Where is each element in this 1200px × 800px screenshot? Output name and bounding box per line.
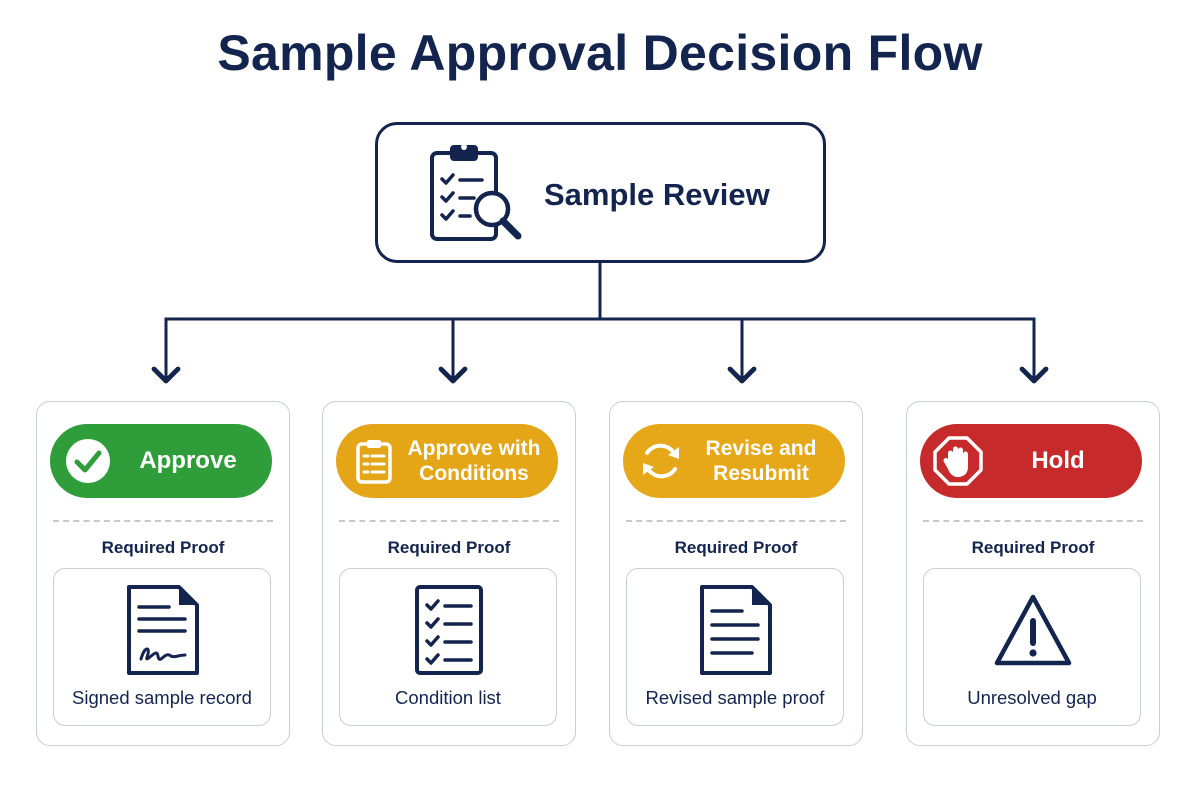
- proof-label: Unresolved gap: [967, 687, 1097, 708]
- proof-label: Condition list: [395, 687, 501, 708]
- proof-box: Revised sample proof: [626, 568, 844, 726]
- divider: [626, 520, 846, 522]
- proof-box: Condition list: [339, 568, 557, 726]
- outcome-card-approve-with-conditions: Approve with Conditions Required Proof C…: [322, 401, 576, 746]
- page-title: Sample Approval Decision Flow: [217, 25, 983, 81]
- outcome-pill-approve: Approve: [50, 424, 272, 498]
- outcome-pill-revise-and-resubmit: Revise and Resubmit: [623, 424, 845, 498]
- stop-hand-icon: [933, 436, 983, 486]
- clipboard-search-icon: [430, 144, 522, 241]
- sample-review-label: Sample Review: [544, 177, 770, 212]
- proof-heading: Required Proof: [674, 538, 798, 557]
- signed-document-icon: [127, 585, 199, 675]
- outcome-card-hold: Hold Required Proof Unresolved gap: [906, 401, 1160, 746]
- document-icon: [700, 585, 772, 675]
- proof-heading: Required Proof: [101, 538, 225, 557]
- proof-box: Signed sample record: [53, 568, 271, 726]
- divider: [339, 520, 559, 522]
- sample-review-node: Sample Review: [375, 122, 826, 263]
- outcome-label: Hold: [1031, 447, 1085, 474]
- proof-heading: Required Proof: [387, 538, 511, 557]
- outcome-label: Revise and Resubmit: [705, 437, 817, 485]
- outcome-card-approve: Approve Required Proof Signed sample rec…: [36, 401, 290, 746]
- outcome-pill-hold: Hold: [920, 424, 1142, 498]
- outcome-card-revise-and-resubmit: Revise and Resubmit Required Proof Revis…: [609, 401, 863, 746]
- proof-heading: Required Proof: [971, 538, 1095, 557]
- outcome-label: Approve: [139, 447, 237, 474]
- refresh-arrows-icon: [643, 443, 679, 479]
- divider: [923, 520, 1143, 522]
- proof-box: Unresolved gap: [923, 568, 1141, 726]
- clipboard-list-icon: [356, 440, 392, 484]
- proof-label: Signed sample record: [72, 687, 252, 708]
- proof-label: Revised sample proof: [645, 687, 825, 708]
- divider: [53, 520, 273, 522]
- checkmark-circle-icon: [66, 439, 110, 483]
- outcome-pill-approve-with-conditions: Approve with Conditions: [336, 424, 558, 498]
- checklist-icon: [415, 585, 483, 675]
- warning-triangle-icon: [994, 594, 1072, 666]
- outcome-label: Approve with Conditions: [407, 437, 541, 485]
